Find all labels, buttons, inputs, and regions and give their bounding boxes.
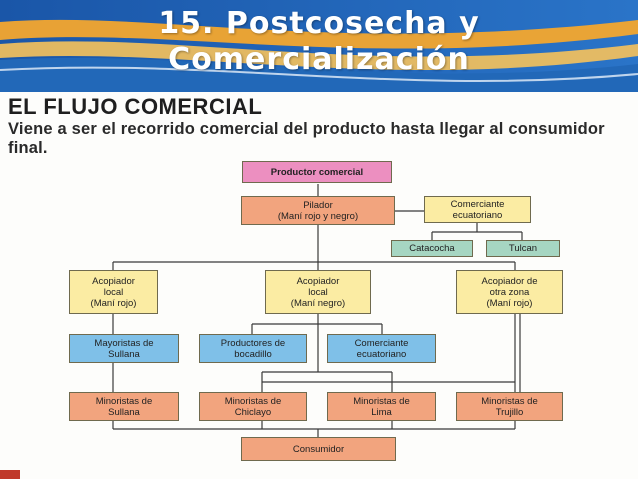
footer-accent-bar [0, 470, 20, 479]
node-productores-bocadillo: Productores de bocadillo [199, 334, 307, 363]
node-acopiador-otra-zona: Acopiador de otra zona (Maní rojo) [456, 270, 563, 314]
node-comerciante-ecuatoriano-top: Comerciante ecuatoriano [424, 196, 531, 223]
node-pilador: Pilador (Maní rojo y negro) [241, 196, 395, 225]
node-minoristas-trujillo: Minoristas de Trujillo [456, 392, 563, 421]
header-wave-background [0, 0, 638, 92]
node-catacocha: Catacocha [391, 240, 473, 257]
node-tulcan: Tulcan [486, 240, 560, 257]
node-acopiador-local-rojo: Acopiador local (Maní rojo) [69, 270, 158, 314]
slide-header: 15. Postcosecha y Comercialización [0, 0, 638, 92]
node-productor-comercial: Productor comercial [242, 161, 392, 183]
node-consumidor: Consumidor [241, 437, 396, 461]
slide-title-line-2: Comercialización [168, 42, 470, 77]
node-minoristas-lima: Minoristas de Lima [327, 392, 436, 421]
slide-title-line-1: 15. Postcosecha y [158, 6, 480, 41]
slide-title: 15. Postcosecha y Comercialización [0, 6, 638, 78]
node-mayoristas-sullana: Mayoristas de Sullana [69, 334, 179, 363]
node-comerciante-ecuatoriano-mid: Comerciante ecuatoriano [327, 334, 436, 363]
slide-content: EL FLUJO COMERCIAL Viene a ser el recorr… [0, 92, 638, 479]
section-heading: EL FLUJO COMERCIAL [8, 94, 263, 119]
node-minoristas-sullana: Minoristas de Sullana [69, 392, 179, 421]
node-acopiador-local-negro: Acopiador local (Maní negro) [265, 270, 371, 314]
section-intro: Viene a ser el recorrido comercial del p… [8, 120, 605, 157]
flow-connectors [112, 184, 523, 437]
node-minoristas-chiclayo: Minoristas de Chiclayo [199, 392, 307, 421]
